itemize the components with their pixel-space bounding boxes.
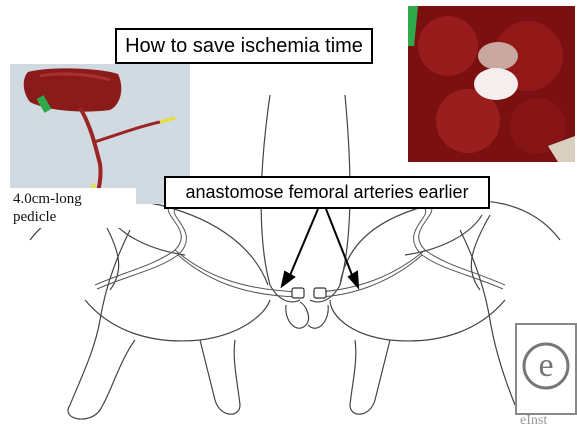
cross-section-photo-image	[408, 6, 575, 162]
flap-photo-image	[10, 64, 190, 204]
bone-marrow	[474, 68, 518, 100]
arrow-right-line	[326, 209, 354, 280]
arrow-left-head-icon	[282, 272, 294, 286]
right-tail-outline	[308, 305, 328, 328]
right-limb-upper	[340, 201, 560, 285]
pedicle-caption-line1: 4.0cm-long	[13, 190, 133, 208]
title-callout: How to save ischemia time	[115, 28, 373, 64]
right-foot2-outline	[350, 340, 390, 414]
arrow-right-head-icon	[349, 272, 358, 287]
pedicle-caption-line2: pedicle	[13, 208, 133, 226]
cross-section-photo	[408, 6, 575, 162]
left-tail-outline	[286, 302, 309, 328]
right-limb-lower	[330, 300, 505, 341]
arrow-label-callout: anastomose femoral arteries earlier	[164, 176, 490, 209]
left-limb-lower	[85, 300, 270, 341]
right-artery-end-icon	[314, 288, 326, 298]
watermark-glyph: e	[538, 347, 553, 384]
left-artery-end-icon	[292, 288, 304, 298]
arrow-left-line	[288, 209, 318, 280]
pedicle-caption: 4.0cm-long pedicle	[10, 188, 136, 228]
left-foot2-outline	[200, 340, 240, 414]
left-foot-outline	[68, 320, 135, 419]
svg-text:eInst: eInst	[520, 413, 547, 427]
watermark-logo: e eInst	[512, 322, 577, 427]
bone-icon	[478, 42, 518, 70]
flap-photo	[10, 64, 190, 204]
